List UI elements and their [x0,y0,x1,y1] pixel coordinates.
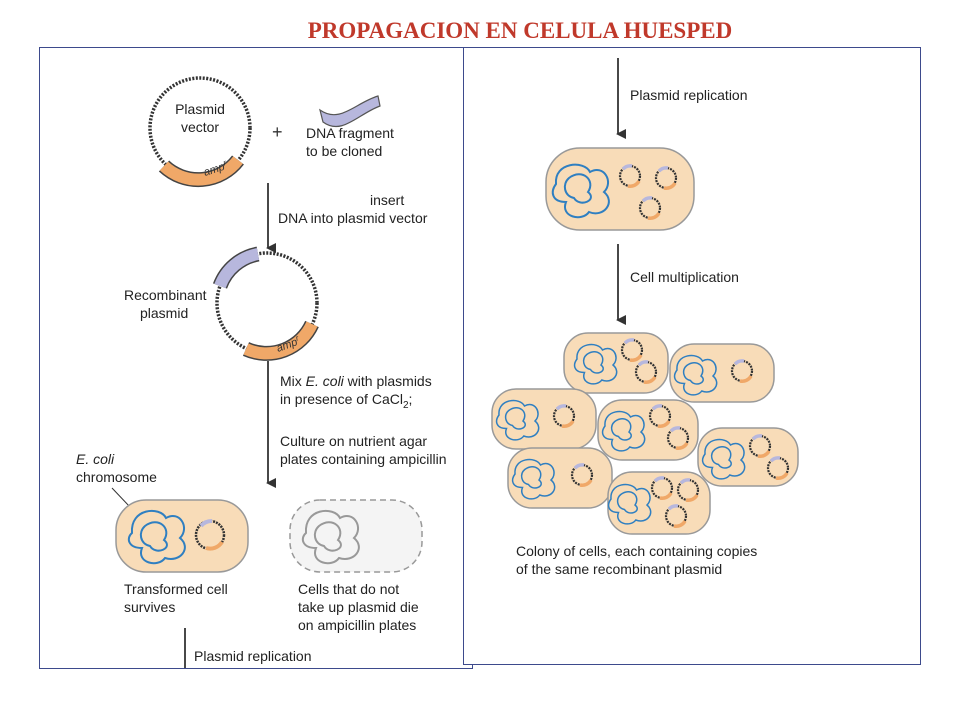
propagation-diagram: Plasmid replication Cell multiplication [491,58,799,577]
die-label-2: take up plasmid die [298,599,419,615]
dna-fragment-label-1: DNA fragment [306,125,394,141]
right-panel: Plasmid replication Cell multiplication [463,47,921,665]
multiplication-label: Cell multiplication [630,269,739,285]
dna-fragment-shape [319,95,381,128]
insert-step-label: DNA into plasmid vector [278,210,428,226]
recombinant-label-2: plasmid [140,305,188,321]
plasmid-vector-label-1: Plasmid [175,101,225,117]
plasmid-vector: Plasmid vector ampr [148,76,252,188]
recombinant-plasmid: ampr [212,246,319,361]
transformed-cell [115,499,249,573]
dead-cell [289,499,423,573]
replication-label-left: Plasmid replication [194,648,312,664]
colony-label-1: Colony of cells, each containing copies [516,543,757,559]
colony-cell [507,447,613,509]
colony [491,332,799,535]
ecoli-label-1: E. coli [76,451,115,467]
die-label-1: Cells that do not [298,581,399,597]
colony-cell [669,343,775,403]
left-panel: Plasmid vector ampr + DNA fragment to be… [39,47,473,669]
culture-step-label-1: Culture on nutrient agar [280,433,427,449]
plus-sign: + [272,122,283,142]
colony-label-2: of the same recombinant plasmid [516,561,722,577]
culture-step-label-2: plates containing ampicillin [280,451,447,467]
colony-cell [597,399,699,461]
plasmid-vector-label-2: vector [181,119,219,135]
page-title: PROPAGACION EN CELULA HUESPED [307,18,733,43]
mix-step-label-1: Mix E. coli with plasmids [280,373,432,389]
insert-label: insert [370,192,404,208]
colony-cell [491,388,597,450]
replicated-cell [545,147,695,231]
recombinant-label-1: Recombinant [124,287,207,303]
colony-cell [697,427,799,487]
colony-cell [563,332,669,394]
transformed-label-1: Transformed cell [124,581,228,597]
die-label-3: on ampicillin plates [298,617,416,633]
mix-step-label-2: in presence of CaCl2; [280,391,412,411]
colony-cell [607,471,711,535]
dna-fragment-label-2: to be cloned [306,143,382,159]
replication-label-right: Plasmid replication [630,87,748,103]
transformed-label-2: survives [124,599,175,615]
cloning-steps-diagram: Plasmid vector ampr + DNA fragment to be… [76,76,447,668]
ecoli-label-2: chromosome [76,469,157,485]
